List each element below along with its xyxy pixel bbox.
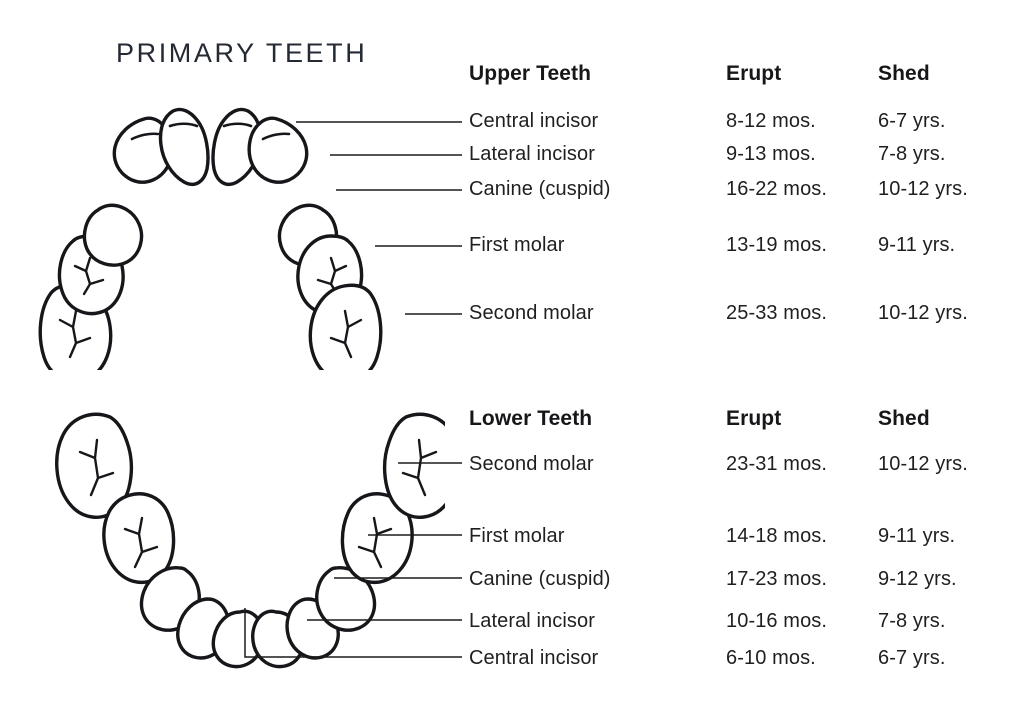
upper-row-0-erupt: 8-12 mos.: [726, 110, 816, 132]
lower-row-4-name: Central incisor: [469, 647, 599, 669]
lower-row-3-shed: 7-8 yrs.: [878, 610, 946, 632]
upper-arch-diagram: [38, 107, 383, 370]
upper-row-4-name: Second molar: [469, 302, 594, 324]
tooth-lower-left-first-molar: [102, 492, 176, 585]
table-row: First molar 13-19 mos. 9-11 yrs.: [469, 234, 989, 258]
upper-row-1-erupt: 9-13 mos.: [726, 143, 816, 165]
page-title: PRIMARY TEETH: [116, 38, 368, 68]
lower-row-1-name: First molar: [469, 525, 565, 547]
lower-row-3-erupt: 10-16 mos.: [726, 610, 828, 632]
table-row: Lateral incisor 9-13 mos. 7-8 yrs.: [469, 143, 989, 167]
upper-header-name: Upper Teeth: [469, 62, 592, 85]
upper-header-erupt: Erupt: [726, 62, 782, 85]
lower-header-erupt: Erupt: [726, 407, 782, 430]
tooth-upper-right-lateral-incisor: [247, 116, 309, 184]
tooth-lower-right-first-molar: [340, 492, 414, 585]
table-row: Canine (cuspid) 16-22 mos. 10-12 yrs.: [469, 178, 989, 202]
upper-row-1-shed: 7-8 yrs.: [878, 143, 946, 165]
tooth-upper-left-canine: [82, 203, 144, 267]
lower-table-header-row: Lower Teeth Erupt Shed: [469, 407, 989, 431]
upper-row-4-shed: 10-12 yrs.: [878, 302, 968, 324]
lower-row-0-name: Second molar: [469, 453, 594, 475]
lower-header-shed: Shed: [878, 407, 930, 430]
table-row: First molar 14-18 mos. 9-11 yrs.: [469, 525, 989, 549]
tooth-lower-left-second-molar: [55, 412, 134, 519]
lower-row-0-shed: 10-12 yrs.: [878, 453, 968, 475]
lower-row-4-erupt: 6-10 mos.: [726, 647, 816, 669]
lower-row-2-name: Canine (cuspid): [469, 568, 611, 590]
tooth-upper-left-central-incisor: [158, 107, 210, 187]
upper-header-shed: Shed: [878, 62, 930, 85]
upper-row-0-name: Central incisor: [469, 110, 599, 132]
lower-row-3-name: Lateral incisor: [469, 610, 596, 632]
table-row: Second molar 25-33 mos. 10-12 yrs.: [469, 302, 989, 326]
table-row: Second molar 23-31 mos. 10-12 yrs.: [469, 453, 989, 477]
upper-row-3-erupt: 13-19 mos.: [726, 234, 828, 256]
upper-row-2-name: Canine (cuspid): [469, 178, 611, 200]
lower-arch-diagram: [55, 412, 445, 669]
upper-row-1-name: Lateral incisor: [469, 143, 596, 165]
tooth-upper-right-second-molar: [308, 283, 383, 370]
upper-row-2-erupt: 16-22 mos.: [726, 178, 828, 200]
tooth-lower-right-second-molar: [382, 412, 445, 519]
lower-row-2-shed: 9-12 yrs.: [878, 568, 957, 590]
lower-header-name: Lower Teeth: [469, 407, 593, 430]
table-row: Central incisor 8-12 mos. 6-7 yrs.: [469, 110, 989, 134]
upper-row-4-erupt: 25-33 mos.: [726, 302, 828, 324]
upper-row-3-name: First molar: [469, 234, 565, 256]
lower-row-1-shed: 9-11 yrs.: [878, 525, 956, 547]
lower-row-2-erupt: 17-23 mos.: [726, 568, 828, 590]
lower-row-0-erupt: 23-31 mos.: [726, 453, 828, 475]
lower-row-1-erupt: 14-18 mos.: [726, 525, 828, 547]
tooth-upper-left-lateral-incisor: [112, 116, 174, 184]
table-row: Canine (cuspid) 17-23 mos. 9-12 yrs.: [469, 568, 989, 592]
table-row: Lateral incisor 10-16 mos. 7-8 yrs.: [469, 610, 989, 634]
table-row: Central incisor 6-10 mos. 6-7 yrs.: [469, 647, 989, 671]
upper-table-header-row: Upper Teeth Erupt Shed: [469, 62, 989, 86]
upper-row-3-shed: 9-11 yrs.: [878, 234, 956, 256]
lower-row-4-shed: 6-7 yrs.: [878, 647, 946, 669]
upper-row-2-shed: 10-12 yrs.: [878, 178, 968, 200]
upper-row-0-shed: 6-7 yrs.: [878, 110, 946, 132]
